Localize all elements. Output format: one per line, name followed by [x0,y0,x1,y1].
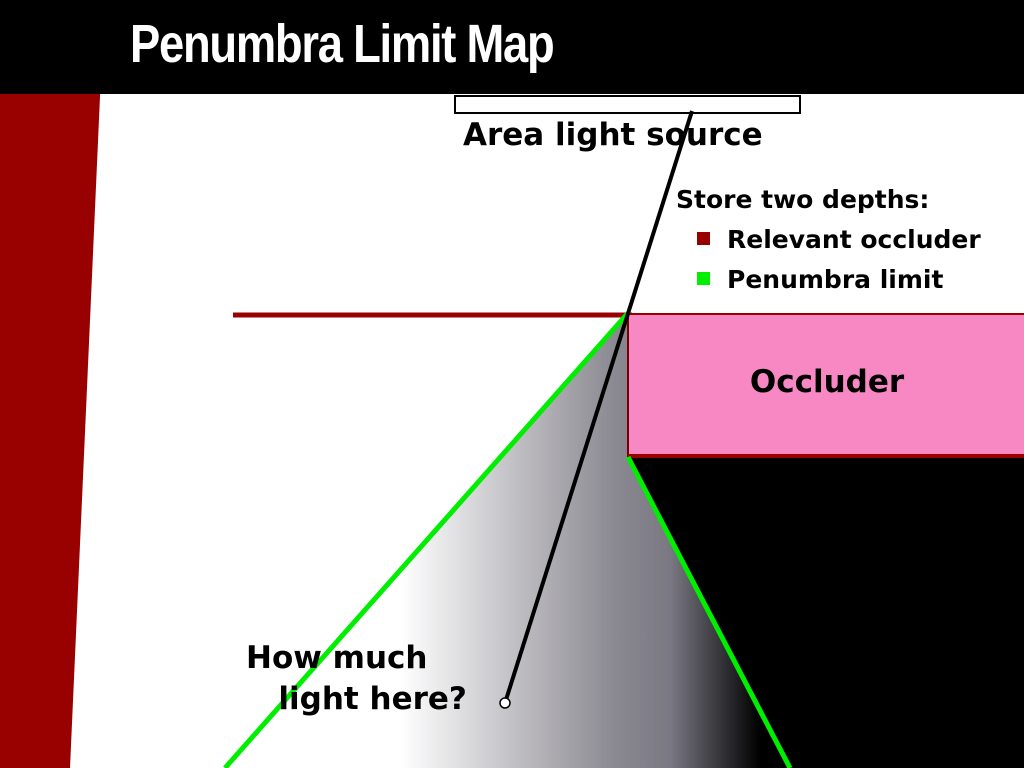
query-point-marker [499,697,511,709]
penumbra-limit-outer-line [223,311,630,768]
legend-label-penumbra-limit: Penumbra limit [727,265,944,294]
penumbra-region [225,315,792,768]
accent-bar [0,52,102,768]
legend-swatch-penumbra-limit [697,272,710,285]
area-light-source-label: Area light source [463,117,763,153]
sample-ray-line [503,110,694,704]
legend-swatch-relevant-occluder [697,232,710,245]
legend-heading: Store two depths: [676,185,930,214]
area-light-source [454,95,801,114]
occluder-label: Occluder [749,364,905,400]
umbra-region [628,457,1024,768]
question-label: How much light here? [246,640,467,717]
title-bar [0,0,1024,94]
slide-title: Penumbra Limit Map [130,14,555,74]
penumbra-limit-inner-line [625,455,793,768]
occluder-box [628,313,1024,457]
legend-label-relevant-occluder: Relevant occluder [727,225,981,254]
